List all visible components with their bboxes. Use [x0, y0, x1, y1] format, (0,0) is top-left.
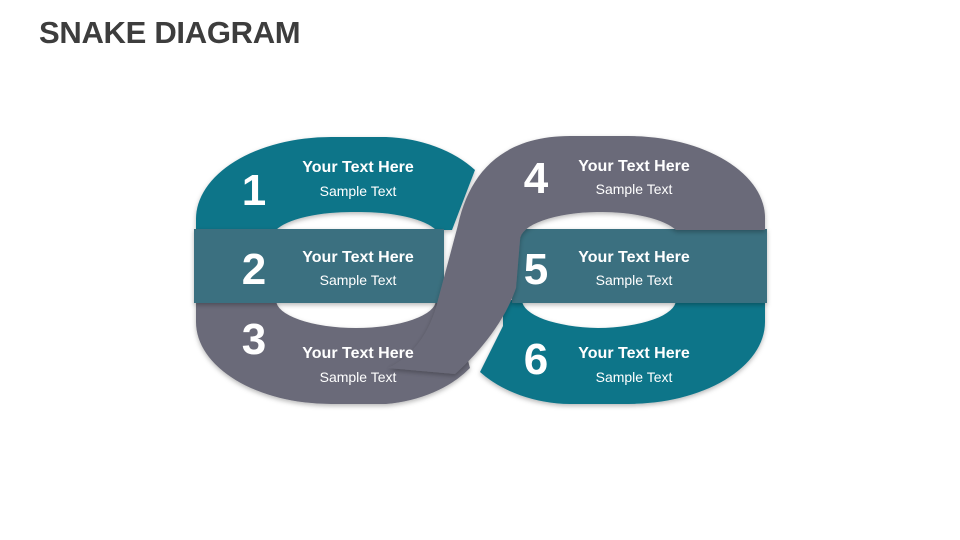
segment-4-heading: Your Text Here: [578, 158, 690, 175]
segment-4-number: 4: [524, 154, 549, 203]
segment-6-number: 6: [524, 335, 548, 384]
segment-6-shape: [480, 300, 765, 404]
segment-1-shape: [195, 137, 475, 230]
segment-5-text: Sample Text: [596, 272, 673, 288]
page-title: SNAKE DIAGRAM: [39, 15, 301, 50]
segment-1-number: 1: [242, 166, 266, 215]
segment-3-shape: [196, 300, 470, 404]
segment-1-heading: Your Text Here: [302, 159, 414, 176]
segment-3-number: 3: [242, 315, 266, 364]
segment-3-text: Sample Text: [320, 369, 397, 385]
segment-2-number: 2: [242, 245, 266, 294]
segment-6-text: Sample Text: [596, 369, 673, 385]
segment-4-text: Sample Text: [596, 181, 673, 197]
segment-3-heading: Your Text Here: [302, 345, 414, 362]
segment-6-heading: Your Text Here: [578, 345, 690, 362]
segment-5-band: [512, 229, 767, 303]
segment-2-heading: Your Text Here: [302, 249, 414, 266]
segment-2-band: [194, 229, 444, 303]
segment-2-text: Sample Text: [320, 272, 397, 288]
segment-5-heading: Your Text Here: [578, 249, 690, 266]
segment-1-text: Sample Text: [320, 183, 397, 199]
segment-5-number: 5: [524, 245, 548, 294]
segment-4-shape: [388, 136, 766, 374]
